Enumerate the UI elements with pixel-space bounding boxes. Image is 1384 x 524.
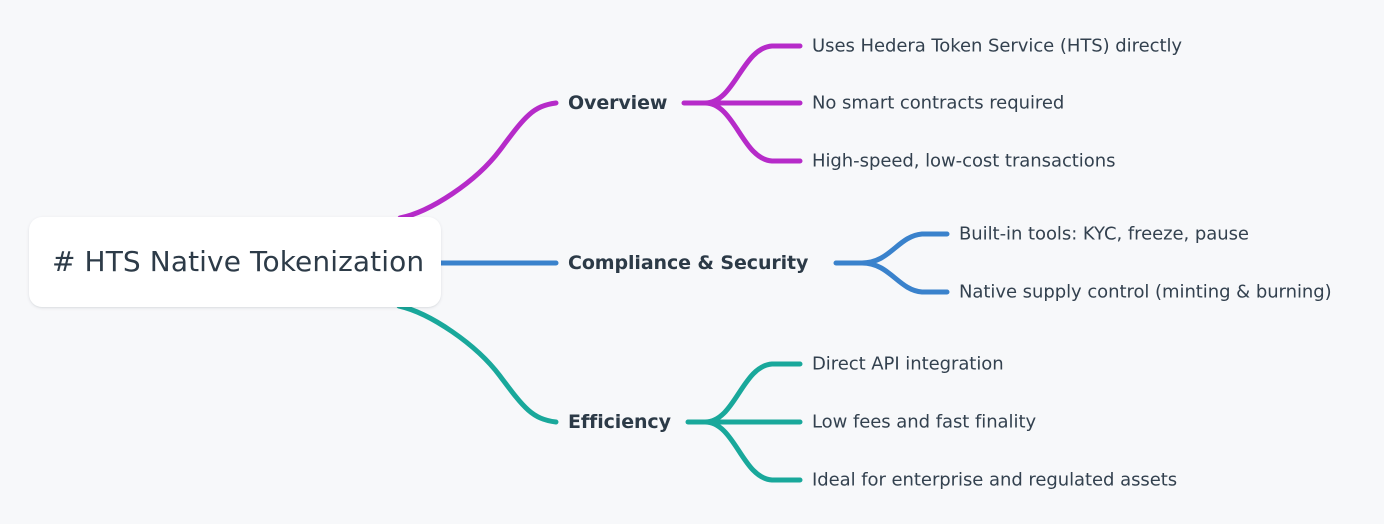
leaf-label-overview-2[interactable]: High-speed, low-cost transactions bbox=[812, 150, 1116, 172]
edge-efficiency-fan-1 bbox=[702, 361, 803, 425]
edge-overview-fan-3 bbox=[702, 100, 803, 164]
edge-compliance-fan-2 bbox=[859, 260, 950, 295]
edge-root-to-efficiency bbox=[396, 303, 559, 425]
branch-label-efficiency[interactable]: Efficiency bbox=[568, 411, 671, 433]
branch-label-compliance-security[interactable]: Compliance & Security bbox=[568, 252, 809, 274]
edge-root-to-overview bbox=[397, 100, 559, 221]
leaf-label-overview-0[interactable]: Uses Hedera Token Service (HTS) directly bbox=[812, 35, 1183, 57]
branch-label-overview[interactable]: Overview bbox=[568, 92, 668, 114]
leaf-label-compliance-security-0[interactable]: Built-in tools: KYC, freeze, pause bbox=[959, 223, 1249, 245]
leaf-label-efficiency-0[interactable]: Direct API integration bbox=[812, 353, 1004, 375]
edge-efficiency-fan-3 bbox=[702, 419, 803, 483]
leaf-label-compliance-security-1[interactable]: Native supply control (minting & burning… bbox=[959, 281, 1332, 303]
edges-group bbox=[396, 43, 950, 483]
root-node-label: # HTS Native Tokenization bbox=[52, 245, 425, 279]
leaf-label-overview-1[interactable]: No smart contracts required bbox=[812, 92, 1065, 114]
edge-compliance-fan-1 bbox=[859, 231, 950, 266]
root-node[interactable]: # HTS Native Tokenization bbox=[29, 217, 441, 307]
leaf-label-efficiency-2[interactable]: Ideal for enterprise and regulated asset… bbox=[812, 469, 1178, 491]
edge-overview-fan-1 bbox=[702, 43, 803, 106]
leaf-label-efficiency-1[interactable]: Low fees and fast finality bbox=[812, 411, 1037, 433]
